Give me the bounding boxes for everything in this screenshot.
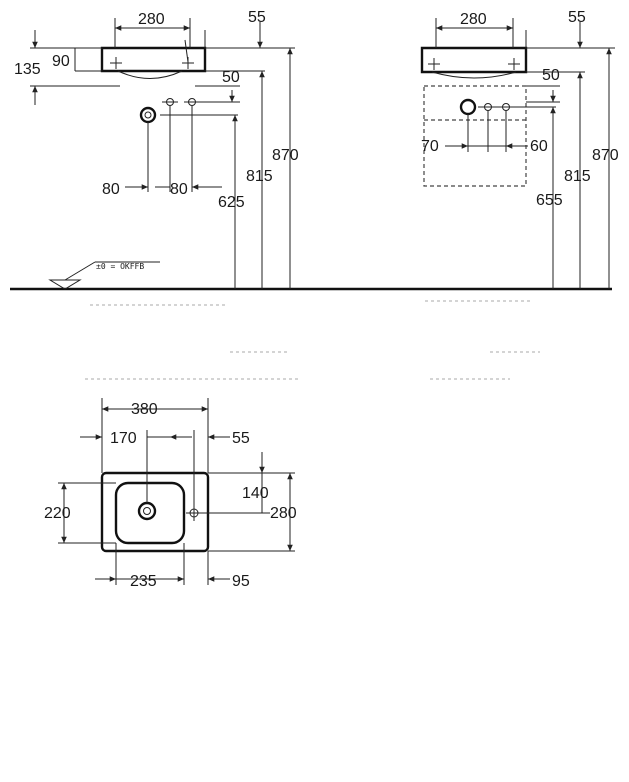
plan-drain bbox=[137, 501, 157, 521]
plan-tap-from-left-label: 170 bbox=[110, 430, 137, 447]
front-view: 280 55 90 135 50 870 815 bbox=[14, 9, 299, 289]
floor-label: ±0 = OKFFB bbox=[96, 262, 144, 271]
side-spacing-left-label: 70 bbox=[421, 138, 439, 155]
front-height-outlet-label: 625 bbox=[218, 194, 245, 211]
front-spacing-left-label: 80 bbox=[102, 181, 120, 198]
front-tap-icon bbox=[110, 57, 194, 69]
side-offset-label: 55 bbox=[568, 9, 586, 26]
scan-artifacts bbox=[85, 300, 540, 380]
plan-bowl-right-margin-label: 95 bbox=[232, 573, 250, 590]
front-width-label: 280 bbox=[138, 11, 165, 28]
side-spacing-right-label: 60 bbox=[530, 138, 548, 155]
front-height-rim-label: 815 bbox=[246, 168, 273, 185]
side-basin-outline bbox=[420, 46, 528, 74]
front-height-total-label: 870 bbox=[272, 147, 299, 164]
floor-symbol bbox=[48, 261, 160, 290]
side-height-total-label: 870 bbox=[592, 147, 619, 164]
plan-tap-hole-icon bbox=[186, 505, 202, 521]
plan-overall-width-label: 380 bbox=[131, 401, 158, 418]
side-height-rim-label: 815 bbox=[564, 168, 591, 185]
side-view: 280 55 50 70 60 870 815 655 bbox=[420, 9, 619, 289]
front-basin-depth-label: 135 bbox=[14, 61, 41, 78]
plan-bowl-width-label: 235 bbox=[130, 573, 157, 590]
plan-tap-from-right-label: 55 bbox=[232, 430, 250, 447]
front-basin-outline bbox=[100, 46, 207, 73]
front-spacing-right-label: 80 bbox=[170, 181, 188, 198]
front-valve-icon bbox=[162, 98, 200, 106]
side-cabinet-outline bbox=[423, 85, 527, 187]
plan-bowl-outline bbox=[114, 481, 186, 545]
front-tap-offset-label: 50 bbox=[222, 69, 240, 86]
side-tap-icon bbox=[428, 58, 520, 70]
plan-basin-outline bbox=[100, 471, 210, 553]
plan-depth-tap-label: 140 bbox=[242, 485, 269, 502]
plan-bowl-depth-label: 220 bbox=[44, 505, 71, 522]
side-height-outlet-label: 655 bbox=[536, 192, 563, 209]
side-width-label: 280 bbox=[460, 11, 487, 28]
front-rim-depth-label: 90 bbox=[52, 53, 70, 70]
plan-view: 380 170 55 140 280 220 235 95 bbox=[44, 398, 297, 590]
plan-depth-total-label: 280 bbox=[270, 505, 297, 522]
side-outlet bbox=[459, 98, 477, 116]
side-tap-offset-label: 50 bbox=[542, 67, 560, 84]
side-valve-icon bbox=[478, 103, 512, 111]
front-outlet bbox=[139, 106, 157, 124]
front-offset-label: 55 bbox=[248, 9, 266, 26]
